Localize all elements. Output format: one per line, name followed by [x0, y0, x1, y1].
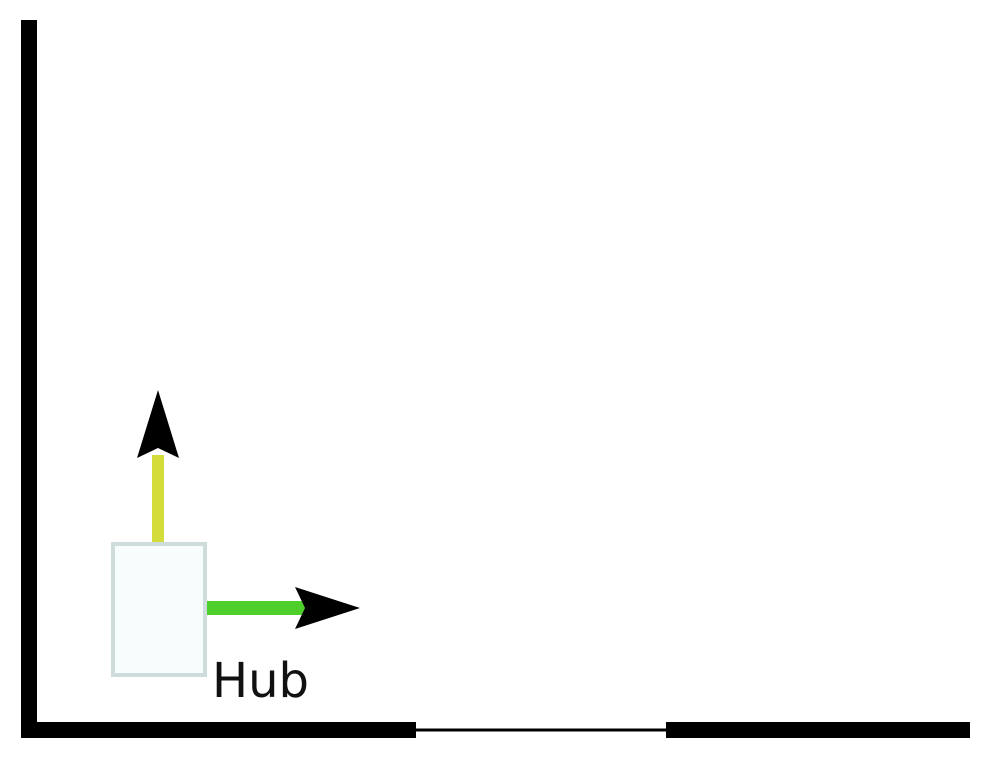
hub-box [111, 542, 207, 677]
up-arrow-head [137, 390, 179, 458]
up-arrow-shaft [152, 455, 164, 546]
right-arrow-shaft [205, 601, 305, 615]
arrow-right-icon [205, 587, 360, 629]
hub-label: Hub [212, 653, 309, 709]
arrow-up-icon [137, 390, 179, 546]
right-arrow-head [295, 587, 360, 629]
